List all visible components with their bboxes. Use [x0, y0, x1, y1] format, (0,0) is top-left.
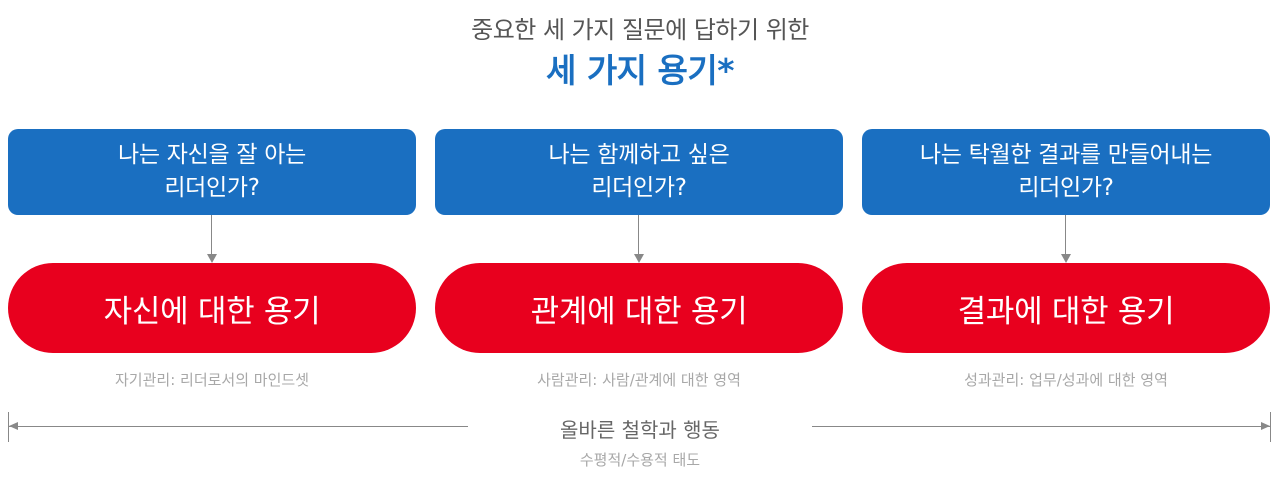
question-text-line2: 리더인가? [591, 175, 687, 201]
scope-line-right [812, 426, 1270, 427]
arrow-down-icon [1061, 254, 1071, 263]
connector-line [211, 215, 212, 255]
question-text-line1: 나는 자신을 잘 아는 [118, 142, 306, 168]
scope-tick-right [1270, 412, 1271, 442]
courage-pill-result: 결과에 대한 용기 [862, 263, 1270, 353]
question-text-line2: 리더인가? [164, 175, 260, 201]
question-box-result: 나는 탁월한 결과를 만들어내는 리더인가? [862, 129, 1270, 215]
foundation-sublabel: 수평적/수용적 태도 [579, 451, 701, 469]
scope-tick-left [8, 412, 9, 442]
caption-result: 성과관리: 업무/성과에 대한 영역 [964, 371, 1168, 389]
courage-label: 관계에 대한 용기 [530, 293, 748, 330]
caption-relationship: 사람관리: 사람/관계에 대한 영역 [537, 371, 741, 389]
column-relationship: 나는 함께하고 싶은 리더인가? 관계에 대한 용기 사람관리: 사람/관계에 … [435, 0, 843, 477]
column-self: 나는 자신을 잘 아는 리더인가? 자신에 대한 용기 자기관리: 리더로서의 … [8, 0, 416, 477]
caption-self: 자기관리: 리더로서의 마인드셋 [115, 371, 309, 389]
courage-pill-relationship: 관계에 대한 용기 [435, 263, 843, 353]
courage-label: 자신에 대한 용기 [103, 293, 321, 330]
courage-pill-self: 자신에 대한 용기 [8, 263, 416, 353]
question-text-line2: 리더인가? [1018, 175, 1114, 201]
connector-line [1065, 215, 1066, 255]
column-result: 나는 탁월한 결과를 만들어내는 리더인가? 결과에 대한 용기 성과관리: 업… [862, 0, 1270, 477]
scope-line-left [8, 426, 468, 427]
question-box-relationship: 나는 함께하고 싶은 리더인가? [435, 129, 843, 215]
diagram-title: 세 가지 용기* [545, 51, 735, 90]
arrow-down-icon [207, 254, 217, 263]
question-text-line1: 나는 함께하고 싶은 [548, 142, 730, 168]
courage-label: 결과에 대한 용기 [957, 293, 1175, 330]
question-box-self: 나는 자신을 잘 아는 리더인가? [8, 129, 416, 215]
connector-line [638, 215, 639, 255]
question-text-line1: 나는 탁월한 결과를 만들어내는 [919, 142, 1213, 168]
arrow-right-icon [1261, 422, 1270, 430]
foundation-label: 올바른 철학과 행동 [560, 418, 720, 442]
arrow-down-icon [634, 254, 644, 263]
diagram-subtitle: 중요한 세 가지 질문에 답하기 위한 [471, 16, 809, 44]
